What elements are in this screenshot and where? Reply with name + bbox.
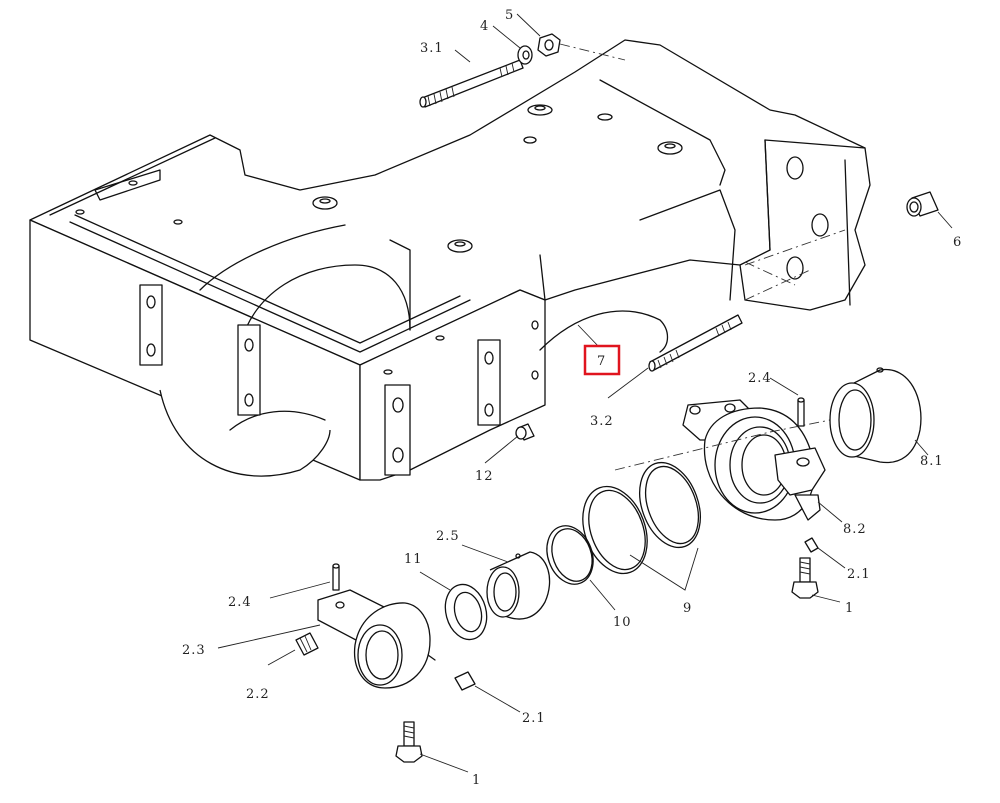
stud-bolt-3-2 bbox=[648, 314, 743, 372]
grease-nipple-2-1-lower bbox=[454, 671, 476, 691]
part-labels: 3.1 4 5 6 7 3.2 12 2.4 8.1 8.2 2.1 1 9 1… bbox=[182, 8, 962, 788]
set-screw-2-2 bbox=[295, 632, 319, 656]
stud-bolt-3-1 bbox=[419, 59, 524, 108]
label-12: 12 bbox=[475, 469, 494, 484]
front-plate-left bbox=[139, 284, 163, 366]
label-8-2: 8.2 bbox=[843, 522, 867, 537]
highlight-box-7 bbox=[583, 344, 621, 376]
label-2-3: 2.3 bbox=[182, 643, 206, 658]
washer-4 bbox=[517, 45, 533, 65]
label-2-1-upper: 2.1 bbox=[847, 567, 871, 582]
bushing-8-1 bbox=[829, 367, 922, 464]
label-2-1-lower: 2.1 bbox=[522, 711, 546, 726]
bushing-2-5 bbox=[486, 551, 551, 620]
frame-underside-lobe bbox=[159, 389, 331, 477]
leader-lines bbox=[217, 13, 953, 773]
bushing-6 bbox=[906, 191, 939, 217]
label-11: 11 bbox=[404, 552, 423, 567]
label-10: 10 bbox=[613, 615, 632, 630]
label-1-lower: 1 bbox=[472, 773, 481, 788]
grease-nipple-2-1-upper bbox=[804, 537, 819, 553]
front-plate-middle bbox=[237, 324, 261, 416]
nut-5 bbox=[537, 33, 561, 57]
frame-top-plate bbox=[29, 39, 866, 366]
front-plate-right bbox=[384, 384, 411, 476]
axle-support-frame bbox=[29, 39, 871, 481]
label-7: 7 bbox=[597, 354, 606, 369]
label-3-2: 3.2 bbox=[590, 414, 614, 429]
thrust-washer-11 bbox=[444, 583, 488, 641]
bolt-1-lower bbox=[395, 721, 423, 763]
label-3-1: 3.1 bbox=[420, 41, 444, 56]
label-2-2: 2.2 bbox=[246, 687, 270, 702]
bearing-housing-right bbox=[682, 399, 826, 521]
frame-rear-tower bbox=[739, 139, 871, 311]
label-8-1: 8.1 bbox=[920, 454, 944, 469]
plug-12 bbox=[515, 423, 535, 441]
o-ring-10 bbox=[546, 525, 594, 585]
seal-9-outer bbox=[639, 461, 701, 549]
label-5: 5 bbox=[505, 8, 514, 23]
side-plate bbox=[477, 339, 501, 426]
label-2-5: 2.5 bbox=[436, 529, 460, 544]
pin-2-4-upper bbox=[797, 397, 805, 427]
label-2-4-upper: 2.4 bbox=[748, 371, 772, 386]
label-9: 9 bbox=[683, 601, 692, 616]
label-2-4-lower: 2.4 bbox=[228, 595, 252, 610]
pin-2-4-lower bbox=[332, 563, 340, 591]
bearing-housing-2-3 bbox=[317, 589, 436, 689]
label-6: 6 bbox=[953, 235, 962, 250]
bolt-1-upper bbox=[791, 557, 819, 599]
label-1-upper: 1 bbox=[845, 601, 854, 616]
label-4: 4 bbox=[480, 19, 489, 34]
